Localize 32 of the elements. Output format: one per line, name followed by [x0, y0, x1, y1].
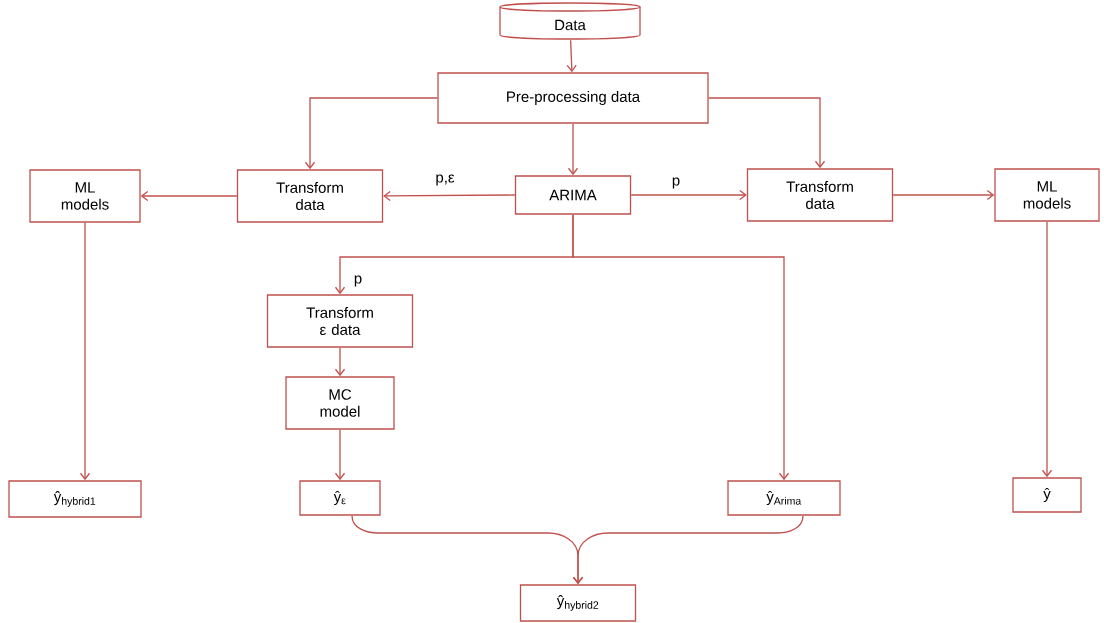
process-box: Transform data: [236, 169, 384, 223]
process-box: ŷ$_{hybrid2}$: [519, 584, 637, 622]
process-box: ŷ$_{hybrid1}$: [8, 480, 142, 518]
arrow: [79, 222, 91, 481]
process-box: ARIMA: [514, 175, 632, 215]
arrow: [334, 347, 346, 377]
arrow: [572, 515, 804, 585]
arrow: [1041, 221, 1053, 478]
process-box: ML models: [994, 168, 1100, 222]
arrow: [567, 123, 579, 176]
process-box: MC model: [285, 376, 395, 430]
process-box: Pre-processing data: [437, 72, 709, 124]
node-label: Data: [555, 19, 586, 31]
arrow: [383, 190, 516, 202]
arrow: [892, 189, 995, 201]
arrow: [708, 97, 826, 169]
process-box: ŷ$_{Arima}$: [727, 480, 841, 516]
process-box: ŷ$_{ε}$: [299, 480, 381, 516]
process-box: ML models: [29, 169, 141, 223]
edge-label: p,ε: [436, 174, 455, 186]
process-box: ŷ: [1012, 477, 1082, 513]
arrow: [140, 190, 238, 202]
arrow: [334, 429, 346, 481]
arrow: [304, 97, 438, 170]
process-box: Transform data: [746, 168, 894, 222]
arrow: [572, 214, 790, 481]
arrow: [630, 189, 747, 201]
database-cylinder: Data: [499, 2, 641, 40]
arrow: [566, 39, 577, 73]
edge-label: p: [354, 275, 362, 287]
process-box: Transform ε data: [266, 294, 414, 348]
edge-label: p: [672, 177, 680, 189]
